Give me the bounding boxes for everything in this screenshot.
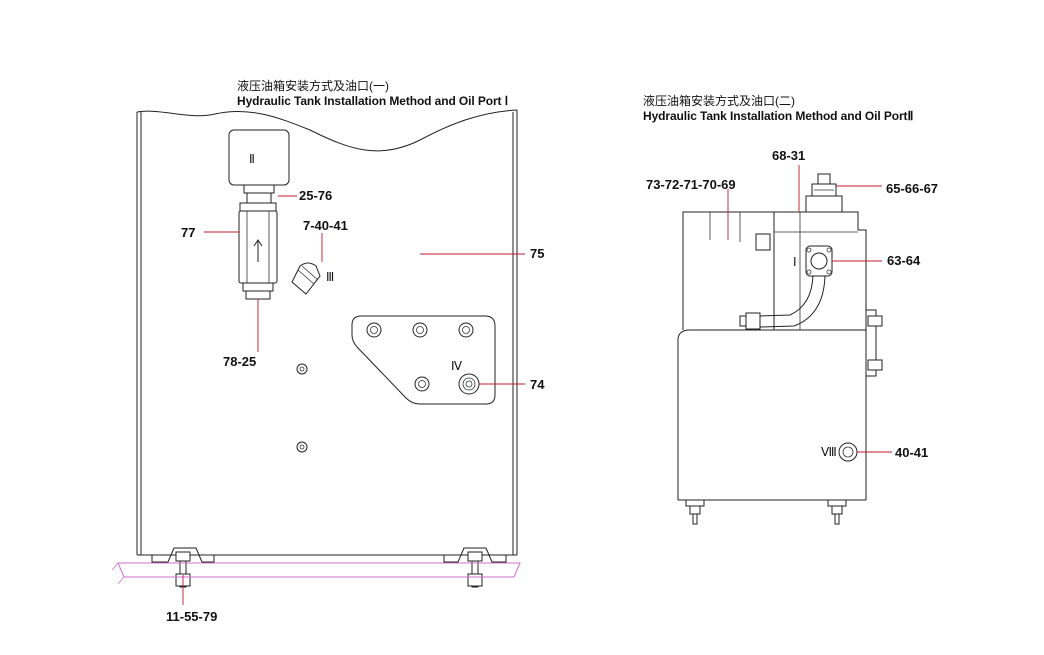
callout-63-64: 63-64	[887, 253, 921, 268]
right-mounting-foot-2	[827, 499, 847, 525]
right-figure-title: 液压油箱安装方式及油口(二) Hydraulic Tank Installati…	[643, 94, 913, 124]
tank-upper-section	[682, 211, 775, 330]
flow-arrow-icon	[253, 239, 263, 262]
left-tank-break-line	[136, 109, 518, 152]
tank-lower-body	[677, 329, 866, 500]
port-viii-plug	[838, 442, 858, 462]
callout-65-66-67: 65-66-67	[886, 181, 938, 196]
port-label-i: Ⅰ	[793, 255, 797, 269]
callout-7-40-41: 7-40-41	[303, 218, 348, 233]
port-label-viii: Ⅷ	[821, 445, 837, 459]
callout-73-72-71-70-69: 73-72-71-70-69	[646, 177, 736, 192]
ground-plate	[117, 562, 521, 578]
port-iv-plug	[458, 373, 480, 395]
right-title-chinese: 液压油箱安装方式及油口(二)	[643, 94, 795, 108]
right-mounting-foot-1	[685, 499, 705, 525]
callout-78-25: 78-25	[223, 354, 256, 369]
port-iii-fitting	[291, 262, 321, 295]
right-title-english: Hydraulic Tank Installation Method and O…	[643, 109, 914, 123]
breather-base	[805, 195, 843, 213]
port-label-iv: Ⅳ	[451, 359, 462, 373]
callout-75: 75	[530, 246, 544, 261]
callout-25-76: 25-76	[299, 188, 332, 203]
filter-cap	[228, 129, 290, 186]
port-label-iii: Ⅲ	[326, 270, 334, 284]
port-label-ii: Ⅱ	[249, 152, 255, 166]
callout-77: 77	[181, 225, 195, 240]
left-title-chinese: 液压油箱安装方式及油口(一)	[237, 79, 389, 93]
left-figure-title: 液压油箱安装方式及油口(一) Hydraulic Tank Installati…	[237, 79, 508, 109]
callout-11-55-79: 11-55-79	[166, 609, 217, 624]
suction-pipe	[759, 274, 814, 317]
right-tank-drawing	[677, 165, 892, 525]
callout-40-41: 40-41	[895, 445, 928, 460]
callout-74: 74	[530, 377, 545, 392]
side-bracket	[865, 309, 877, 377]
left-tank-drawing	[111, 109, 525, 605]
left-mounting-foot-2	[443, 547, 507, 588]
callout-68-31: 68-31	[772, 148, 805, 163]
left-title-english: Hydraulic Tank Installation Method and O…	[237, 94, 509, 108]
